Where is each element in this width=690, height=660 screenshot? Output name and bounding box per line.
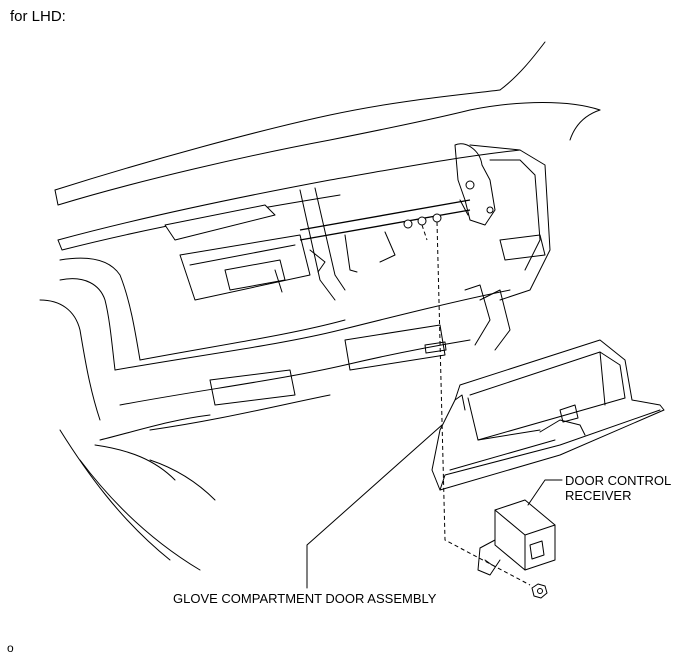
label-door-control-receiver-line1: DOOR CONTROL <box>565 473 672 488</box>
dashboard-outline <box>39 41 601 571</box>
footer-mark: o <box>7 641 14 655</box>
glove-compartment-door-part <box>431 339 665 491</box>
label-glove-compartment-door: GLOVE COMPARTMENT DOOR ASSEMBLY <box>173 591 437 606</box>
door-control-receiver-part <box>477 499 556 599</box>
label-door-control-receiver-line2: RECEIVER <box>565 488 632 503</box>
leader-line-glove-door <box>306 424 443 589</box>
diagram-caption: for LHD: <box>10 8 66 25</box>
assembly-guide-lines <box>421 221 531 586</box>
leader-line-receiver <box>527 479 563 506</box>
